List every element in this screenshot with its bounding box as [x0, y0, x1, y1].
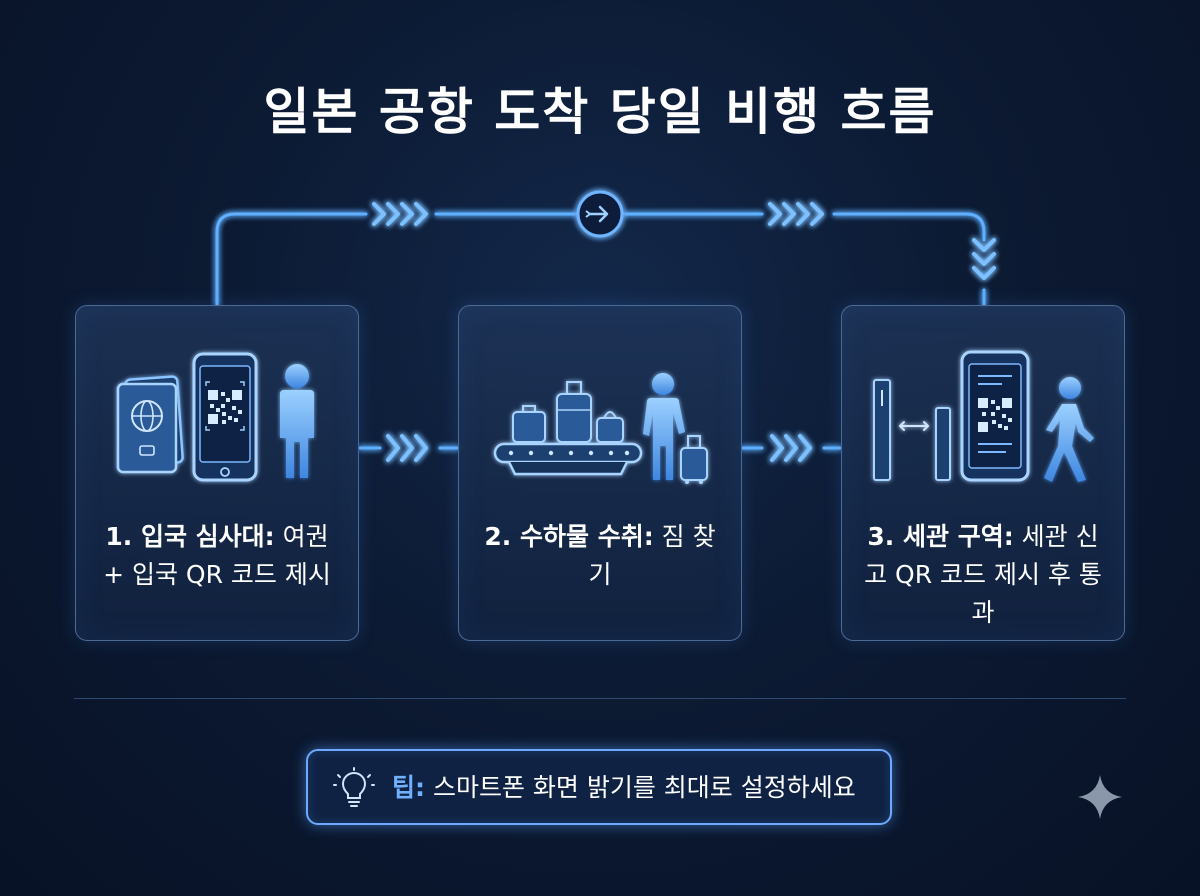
step-desc: 세관 신고 QR 코드 제시 후 통과: [864, 522, 1102, 627]
phone-qr-icon: [192, 352, 258, 482]
step-desc: 짐 찾기: [588, 522, 716, 589]
top-flow-line-1: [215, 212, 368, 307]
tip-box: 팁: 스마트폰 화면 밝기를 최대로 설정하세요: [306, 749, 892, 825]
tip-label: 팁:: [392, 773, 425, 802]
chevron-right-icon: [768, 202, 824, 226]
step-card-customs: 3. 세관 구역: 세관 신고 QR 코드 제시 후 통과: [841, 305, 1125, 641]
top-flow-line-4: [832, 212, 986, 242]
chevron-right-icon: [386, 434, 428, 462]
passport-icon: [116, 375, 184, 474]
tip-text: 팁: 스마트폰 화면 밝기를 최대로 설정하세요: [392, 771, 856, 805]
person-with-suitcase-icon: [643, 373, 708, 484]
chevron-down-icon: [972, 238, 996, 280]
phone-qr-icon: [960, 350, 1030, 482]
customs-illustration: [873, 350, 1094, 482]
baggage-illustration: [493, 373, 708, 484]
step-text-immigration: 1. 입국 심사대: 여권 + 입국 QR 코드 제시: [96, 518, 338, 594]
step-desc: 여권 + 입국 QR 코드 제시: [103, 522, 331, 589]
flow-circle-icon: [576, 190, 624, 238]
baggage-carousel-icon: [493, 381, 643, 476]
lightbulb-icon: [333, 767, 375, 807]
tip-body: 스마트폰 화면 밝기를 최대로 설정하세요: [425, 773, 856, 802]
step-label: 1. 입국 심사대:: [105, 522, 275, 551]
step-label: 3. 세관 구역:: [867, 522, 1014, 551]
chevron-right-icon: [372, 202, 428, 226]
sparkle-icon: [1078, 775, 1122, 819]
walking-person-icon: [1044, 377, 1094, 482]
gate-icon: [873, 379, 951, 481]
page-title: 일본 공항 도착 당일 비행 흐름: [263, 83, 937, 141]
step-card-immigration: 1. 입국 심사대: 여권 + 입국 QR 코드 제시: [75, 305, 359, 641]
section-divider: [74, 698, 1126, 699]
step-text-customs: 3. 세관 구역: 세관 신고 QR 코드 제시 후 통과: [862, 518, 1104, 632]
immigration-illustration: [116, 352, 314, 482]
chevron-right-icon: [770, 434, 812, 462]
person-icon: [280, 364, 314, 478]
step-text-baggage: 2. 수하물 수취: 짐 찾기: [479, 518, 721, 594]
step-card-baggage: 2. 수하물 수취: 짐 찾기: [458, 305, 742, 641]
step-label: 2. 수하물 수취:: [484, 522, 654, 551]
